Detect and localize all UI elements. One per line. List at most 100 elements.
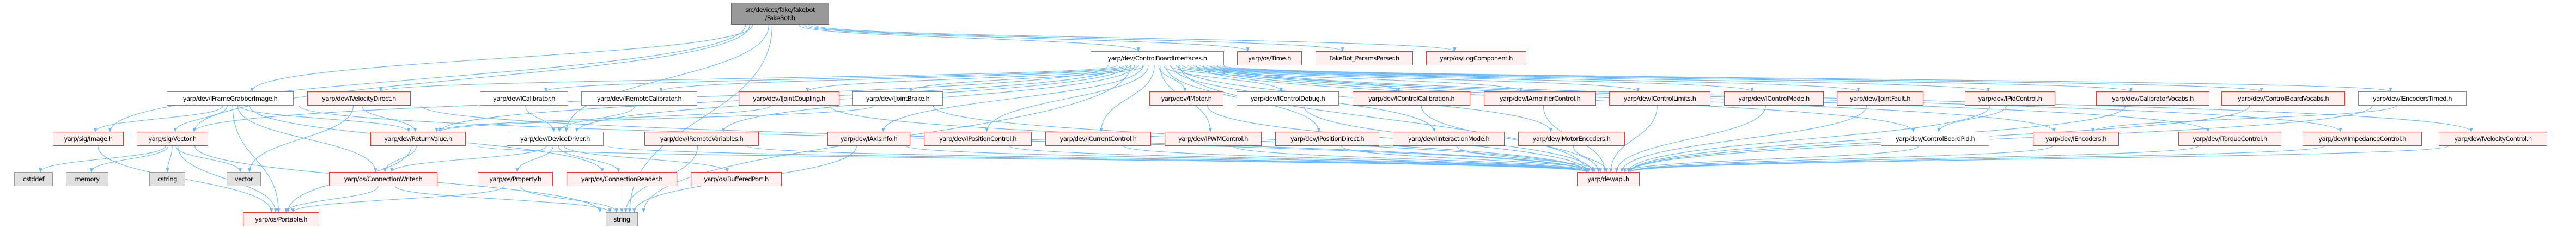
graph-node-bp[interactable]: yarp/os/BufferedPort.h xyxy=(691,172,782,186)
edge-dd-to-cr xyxy=(558,145,620,173)
graph-node-icm[interactable]: yarp/dev/IControlMode.h xyxy=(1724,91,1824,106)
edge-dd-to-bp xyxy=(564,145,729,173)
graph-node-vector: vector xyxy=(227,172,261,186)
graph-node-dd[interactable]: yarp/dev/DeviceDriver.h xyxy=(507,132,604,146)
edge-root-to-dd xyxy=(564,24,769,132)
graph-node-time[interactable]: yarp/os/Time.h xyxy=(1237,51,1302,65)
edge-cbi-to-icd xyxy=(1163,65,1283,92)
edge-cbi-to-veld xyxy=(379,65,1118,92)
graph-node-ime[interactable]: yarp/dev/IMotorEncoders.h xyxy=(1518,132,1625,146)
edge-root-to-params xyxy=(809,24,1344,52)
graph-node-ijb[interactable]: yarp/dev/IJointBrake.h xyxy=(852,91,943,106)
graph-node-img[interactable]: yarp/sig/Image.h xyxy=(53,132,124,146)
edge-prop-to-string xyxy=(520,186,618,213)
graph-node-vec[interactable]: yarp/sig/Vector.h xyxy=(137,132,208,146)
edge-cw-to-string xyxy=(394,186,612,213)
graph-node-iet[interactable]: yarp/dev/IEncodersTimed.h xyxy=(2358,91,2467,106)
edge-ienc-to-api xyxy=(1628,145,2053,173)
graph-node-rv[interactable]: yarp/dev/ReturnValue.h xyxy=(370,132,466,146)
edge-rv-to-api xyxy=(477,145,1588,173)
edge-iet-to-ienc xyxy=(2091,105,2396,132)
edge-cbi-to-dd xyxy=(575,65,1128,132)
edge-veld-to-rv xyxy=(361,105,417,132)
graph-node-ienc[interactable]: yarp/dev/IEncoders.h xyxy=(2033,132,2119,146)
edge-cw-to-port xyxy=(284,186,379,213)
edge-irv-to-api xyxy=(746,145,1588,173)
edge-iax-to-api xyxy=(905,145,1588,173)
graph-node-cbp[interactable]: yarp/dev/ControlBoardPid.h xyxy=(1881,132,1989,146)
graph-node-params[interactable]: FakeBot_ParamsParser.h xyxy=(1316,51,1413,65)
graph-node-cbi[interactable]: yarp/dev/ControlBoardInterfaces.h xyxy=(1091,51,1224,65)
graph-node-ijf[interactable]: yarp/dev/IJointFault.h xyxy=(1837,91,1923,106)
graph-node-ical[interactable]: yarp/dev/ICalibrator.h xyxy=(480,91,568,106)
graph-node-calv[interactable]: yarp/dev/CalibratorVocabs.h xyxy=(2096,91,2209,106)
graph-node-prop[interactable]: yarp/os/Property.h xyxy=(478,172,553,186)
edge-cbi-to-icm xyxy=(1187,65,1754,92)
graph-node-veld[interactable]: yarp/dev/IVelocityDirect.h xyxy=(307,91,411,106)
edge-cbp-to-api xyxy=(1623,145,1920,173)
edge-root-to-time xyxy=(804,24,1250,52)
graph-node-port[interactable]: yarp/os/Portable.h xyxy=(243,212,319,226)
edge-root-to-cbi xyxy=(799,24,1140,52)
graph-node-cr[interactable]: yarp/os/ConnectionReader.h xyxy=(567,172,677,186)
edge-prop-to-port xyxy=(291,186,504,213)
graph-node-irv[interactable]: yarp/dev/IRemoteVariables.h xyxy=(644,132,759,146)
edge-itq-to-api xyxy=(1628,145,2199,173)
edge-ipd-to-api xyxy=(1341,145,1596,173)
graph-node-logc[interactable]: yarp/os/LogComponent.h xyxy=(1426,51,1526,65)
edge-icl-to-api xyxy=(1609,105,1658,173)
edge-ipid-to-api xyxy=(1627,105,1990,173)
edge-ipid-to-cbp xyxy=(1937,105,2007,132)
edge-cbi-to-ipid xyxy=(1199,65,1990,92)
graph-node-cw[interactable]: yarp/os/ConnectionWriter.h xyxy=(329,172,437,186)
graph-node-icl[interactable]: yarp/dev/IControlLimits.h xyxy=(1609,91,1710,106)
edge-cbi-to-irc xyxy=(659,65,1132,92)
graph-node-icur[interactable]: yarp/dev/ICurrentControl.h xyxy=(1045,132,1151,146)
edge-cbi-to-api xyxy=(1179,65,1588,173)
graph-node-memory: memory xyxy=(66,172,108,186)
graph-node-root: src/devices/fake/fakebot /FakeBot.h xyxy=(731,3,829,25)
graph-node-ipd[interactable]: yarp/dev/IPositionDirect.h xyxy=(1275,132,1379,146)
edge-iet-to-api xyxy=(1628,105,2373,173)
graph-node-ivc[interactable]: yarp/dev/IVelocityControl.h xyxy=(2439,132,2547,146)
graph-node-irc[interactable]: yarp/dev/IRemoteCalibrator.h xyxy=(581,91,697,106)
edge-cbi-to-ijf xyxy=(1193,65,1860,92)
edge-dd-to-prop xyxy=(515,145,553,173)
edge-calv-to-api xyxy=(1628,105,2126,173)
graph-node-ipc[interactable]: yarp/dev/IPositionControl.h xyxy=(924,132,1032,146)
graph-node-icc[interactable]: yarp/dev/IControlCalibration.h xyxy=(1353,91,1470,106)
edge-vec-to-cstddef xyxy=(39,145,166,173)
graph-node-imot[interactable]: yarp/dev/IMotor.h xyxy=(1149,91,1223,106)
graph-node-icd[interactable]: yarp/dev/IControlDebug.h xyxy=(1237,91,1339,106)
graph-node-cbv[interactable]: yarp/dev/ControlBoardVocabs.h xyxy=(2221,91,2345,106)
graph-node-iimp[interactable]: yarp/dev/IImpedanceControl.h xyxy=(2303,132,2422,146)
edge-vec-to-cstring xyxy=(166,145,173,173)
edge-ijf-to-api xyxy=(1620,105,1867,173)
edge-cbi-to-iamp xyxy=(1176,65,1523,92)
graph-node-iamp[interactable]: yarp/dev/IAmplifierControl.h xyxy=(1484,91,1596,106)
edge-root-to-vec xyxy=(192,24,750,132)
graph-node-iax[interactable]: yarp/dev/IAxisInfo.h xyxy=(827,132,910,146)
edge-fgi-to-rv xyxy=(239,105,411,132)
graph-node-fgi[interactable]: yarp/dev/IFrameGrabberImage.h xyxy=(167,91,294,106)
edge-cbi-to-ical xyxy=(544,65,1126,92)
edge-root-to-logc xyxy=(814,24,1456,52)
edge-cbi-to-icl xyxy=(1182,65,1640,92)
graph-node-itq[interactable]: yarp/dev/ITorqueControl.h xyxy=(2178,132,2281,146)
graph-node-ipwm[interactable]: yarp/dev/IPWMControl.h xyxy=(1165,132,1262,146)
edge-cbi-to-ijc xyxy=(806,65,1140,92)
graph-node-iim[interactable]: yarp/dev/IInteractionMode.h xyxy=(1393,132,1505,146)
edge-iim-to-api xyxy=(1456,145,1602,173)
edge-icm-to-api xyxy=(1615,105,1766,173)
edge-vec-to-memory xyxy=(89,145,169,173)
graph-node-cstring: cstring xyxy=(149,172,185,186)
graph-node-ipid[interactable]: yarp/dev/IPidControl.h xyxy=(1965,91,2055,106)
graph-node-api[interactable]: yarp/dev/api.h xyxy=(1577,172,1640,186)
graph-node-ijc[interactable]: yarp/dev/IJointCoupling.h xyxy=(739,91,839,106)
edge-iimp-to-api xyxy=(1628,145,2325,173)
edge-ical-to-dd xyxy=(525,105,556,132)
edge-root-to-img xyxy=(108,24,746,132)
edge-ijc-to-rv xyxy=(435,105,771,132)
graph-node-string: string xyxy=(606,212,638,226)
